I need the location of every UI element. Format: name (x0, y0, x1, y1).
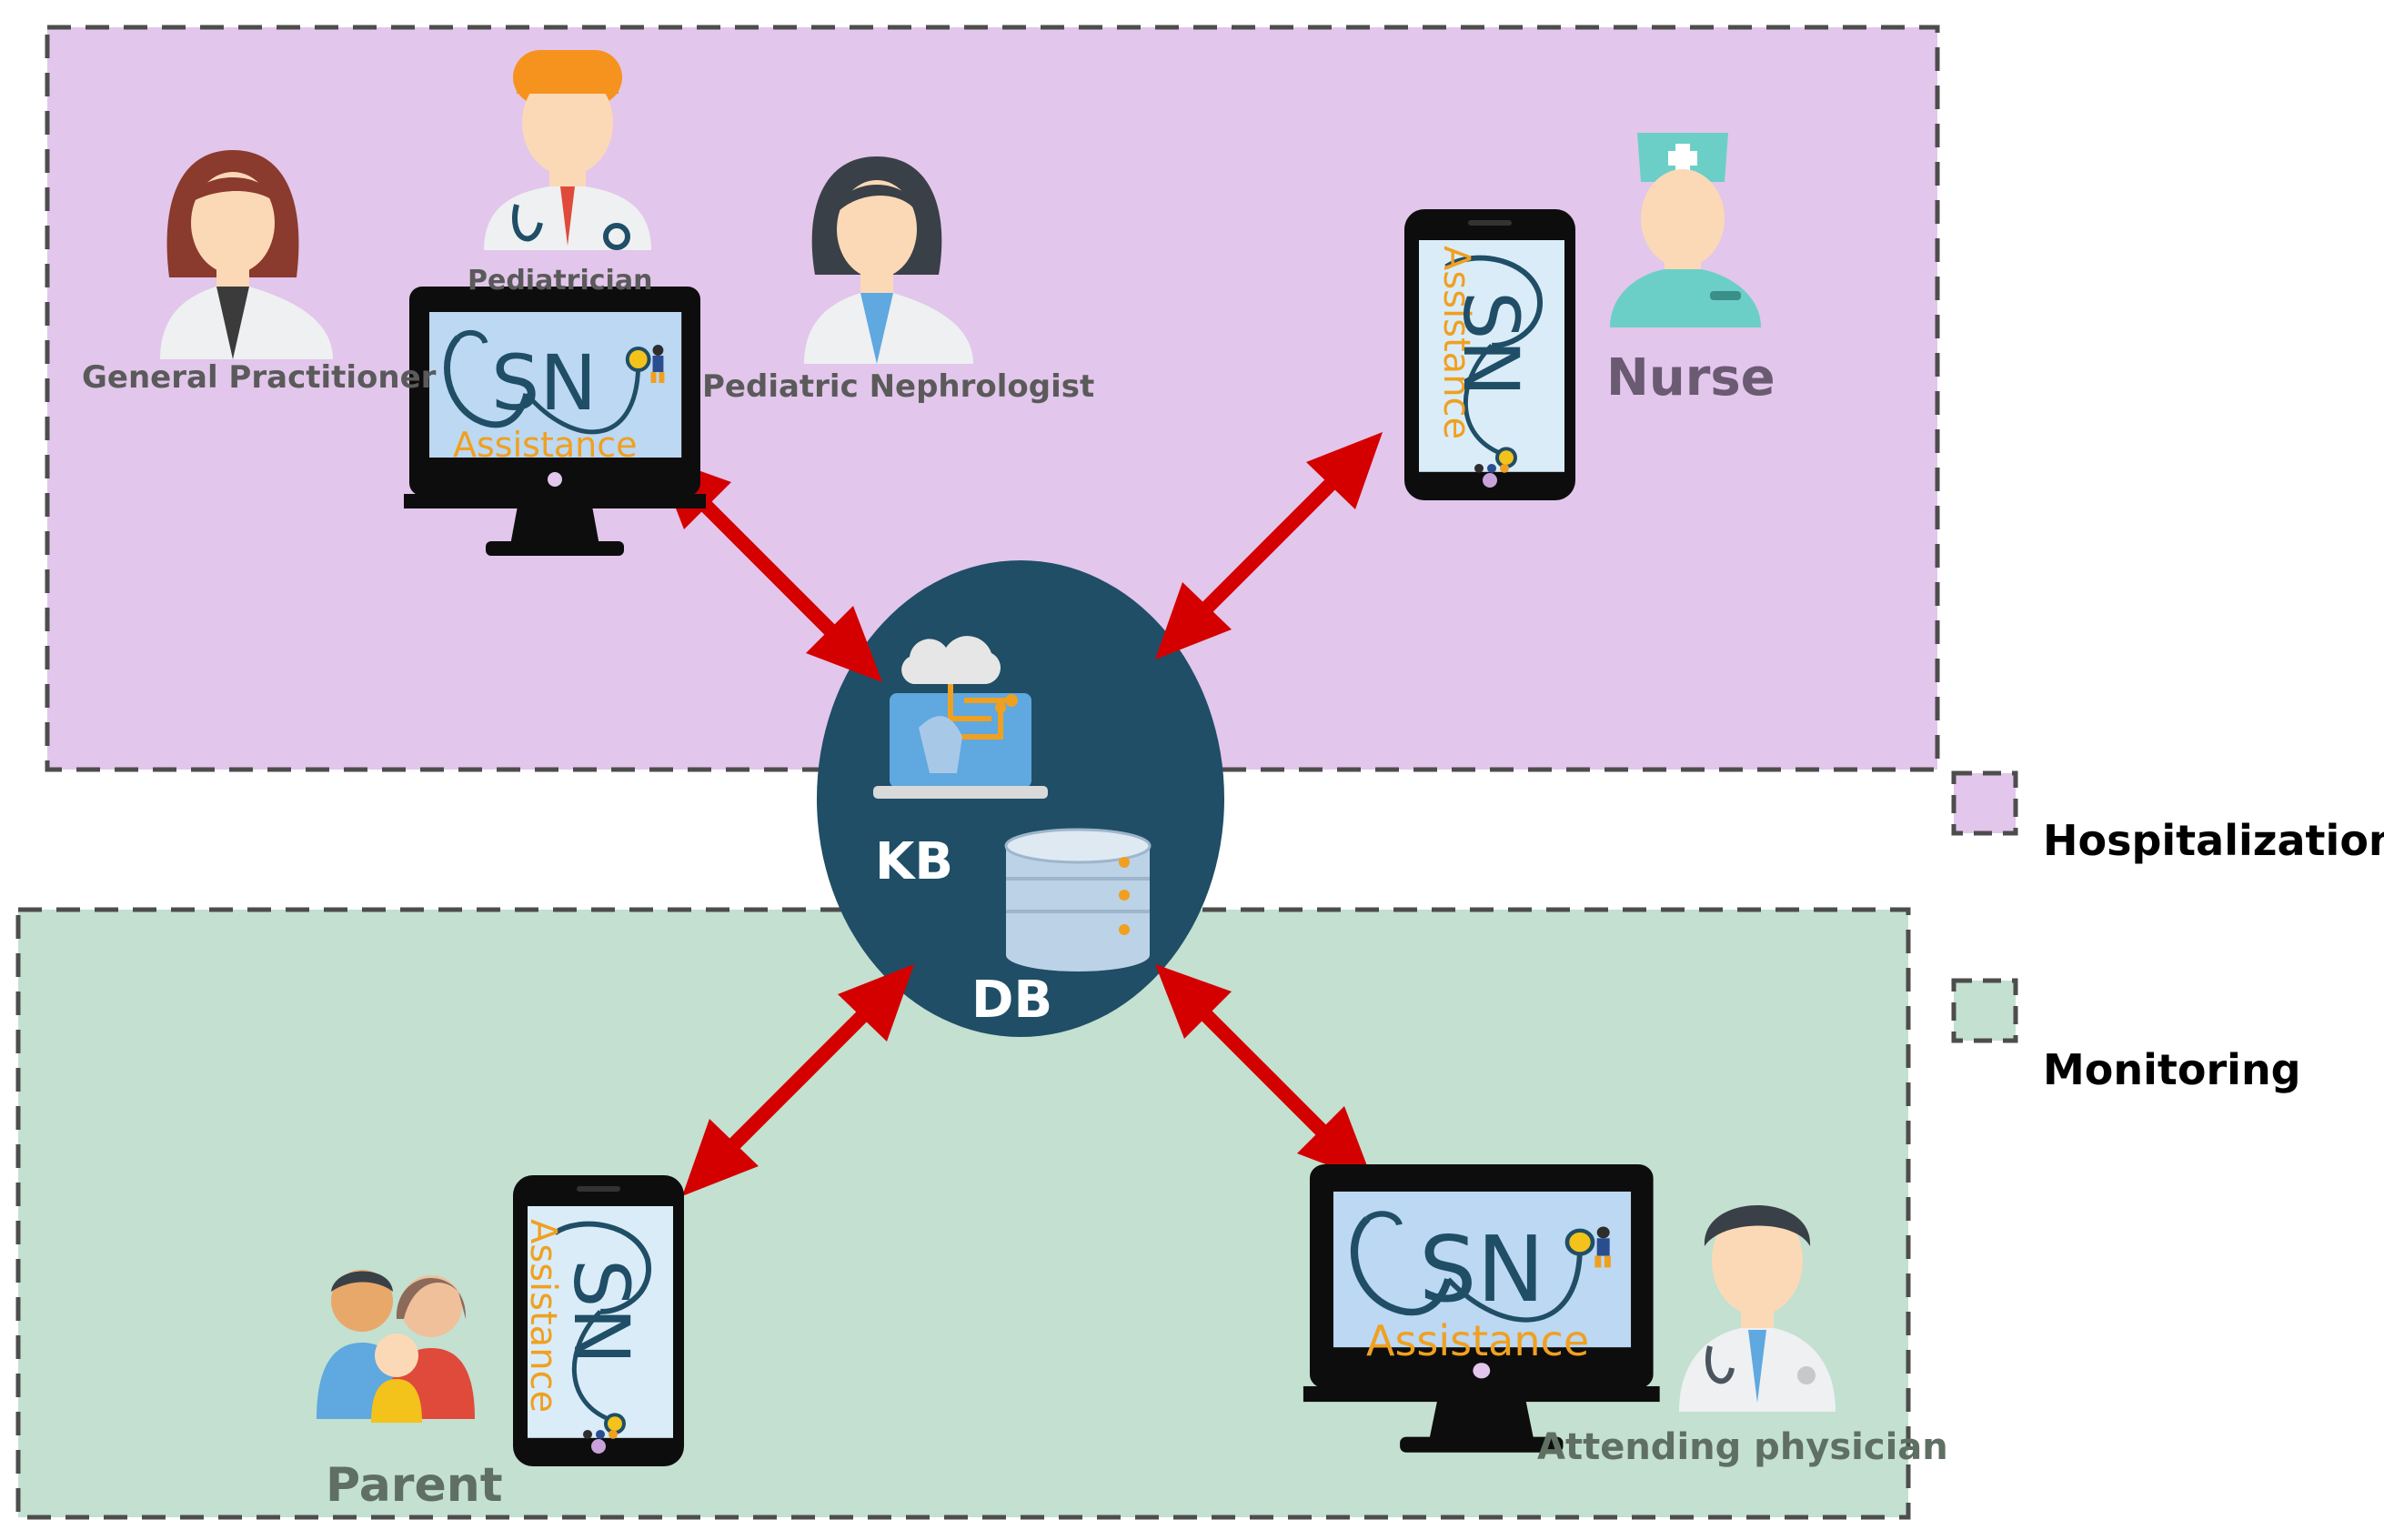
database-icon (1004, 828, 1152, 971)
doctor-male-icon (1679, 1205, 1836, 1412)
app-logo-letters: SN (1419, 1216, 1544, 1323)
legend-monitoring-swatch (1951, 978, 2018, 1043)
general-practitioner-label: General Practitioner (82, 359, 437, 396)
family-icon (317, 1270, 475, 1423)
app-logo-letters: SN (557, 1259, 646, 1364)
nurse-label: Nurse (1606, 348, 1775, 408)
doctor-female-icon (160, 150, 333, 359)
pediatric-nephrologist-label: Pediatric Nephrologist (702, 368, 1094, 405)
ai-laptop-icon (873, 636, 1048, 799)
legend-monitoring-label: Monitoring (2043, 1045, 2301, 1094)
pediatrician-label: Pediatrician (468, 265, 652, 297)
attending-physician-label: Attending physician (1537, 1426, 1948, 1468)
parent-label: Parent (326, 1458, 503, 1513)
legend-hospitalization-swatch (1951, 770, 2018, 836)
doctor-female-icon (804, 156, 973, 364)
app-logo-letters: SN (491, 338, 597, 428)
nurse-icon (1610, 133, 1761, 327)
legend-hospitalization-label: Hospitalization (2043, 816, 2384, 865)
app-logo-word: Assistance (453, 425, 638, 465)
app-logo-letters: SN (1446, 291, 1535, 397)
db-label: DB (971, 971, 1052, 1030)
app-logo-word: Assistance (1435, 246, 1477, 439)
app-logo-word: Assistance (1366, 1316, 1589, 1365)
kb-label: KB (875, 832, 953, 891)
doctor-male-icon (484, 50, 651, 250)
app-logo-word: Assistance (522, 1219, 564, 1413)
